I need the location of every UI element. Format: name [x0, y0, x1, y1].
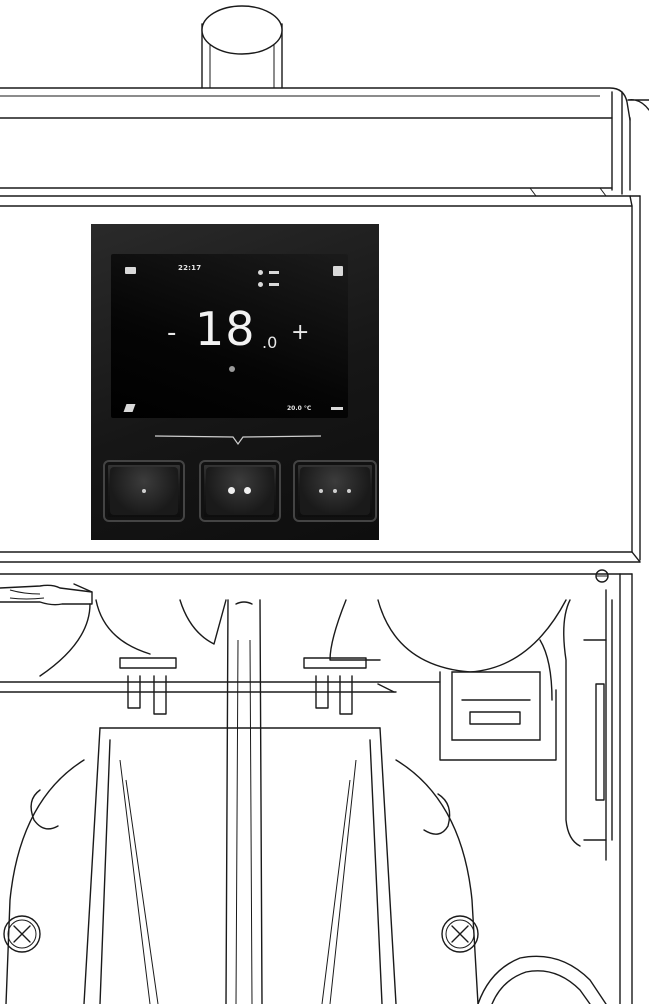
screw-right: [441, 915, 479, 953]
mode-icon: [125, 267, 136, 274]
clock-readout: 22:17: [178, 264, 202, 272]
three-dot-button[interactable]: [293, 460, 377, 522]
lower-duct: [83, 727, 397, 1004]
setpoint-value: 18: [195, 302, 256, 356]
dot-icon: [333, 489, 337, 493]
button-group-bracket: [154, 435, 322, 446]
front-panel: [0, 195, 641, 583]
upper-housing: [0, 87, 649, 197]
dot-icon: [228, 487, 235, 494]
menu-icon: [331, 407, 343, 410]
status-icon: [269, 283, 279, 286]
increase-setpoint-button[interactable]: +: [291, 320, 310, 345]
calendar-icon: [333, 266, 343, 276]
status-icon: [258, 270, 263, 275]
decrease-setpoint-button[interactable]: -: [167, 318, 177, 348]
dot-icon: [319, 489, 323, 493]
expand-icon: [123, 404, 136, 412]
fan-icon: [229, 366, 235, 372]
two-dot-button[interactable]: [199, 460, 281, 522]
mount-brackets: [119, 657, 395, 715]
top-pipe: [201, 5, 283, 89]
fan-housings: [0, 599, 567, 761]
status-icon: [269, 271, 279, 274]
dot-icon: [347, 489, 351, 493]
dot-icon: [142, 489, 146, 493]
one-dot-button[interactable]: [103, 460, 185, 522]
center-tubes: [225, 599, 263, 1004]
lower-fan-shells: [5, 759, 607, 1004]
room-temperature-readout: 20.0 °C: [287, 405, 312, 412]
screw-left: [3, 915, 41, 953]
controller-unit: 22:17 - 18 .0 + 20.0 °C: [91, 224, 379, 540]
dot-icon: [244, 487, 251, 494]
thermostat-display: 22:17 - 18 .0 + 20.0 °C: [111, 254, 348, 418]
setpoint-decimal: .0: [262, 333, 278, 352]
button-face: [206, 467, 274, 515]
right-frame: [563, 573, 633, 1004]
left-clip: [0, 583, 93, 606]
status-icon: [258, 282, 263, 287]
